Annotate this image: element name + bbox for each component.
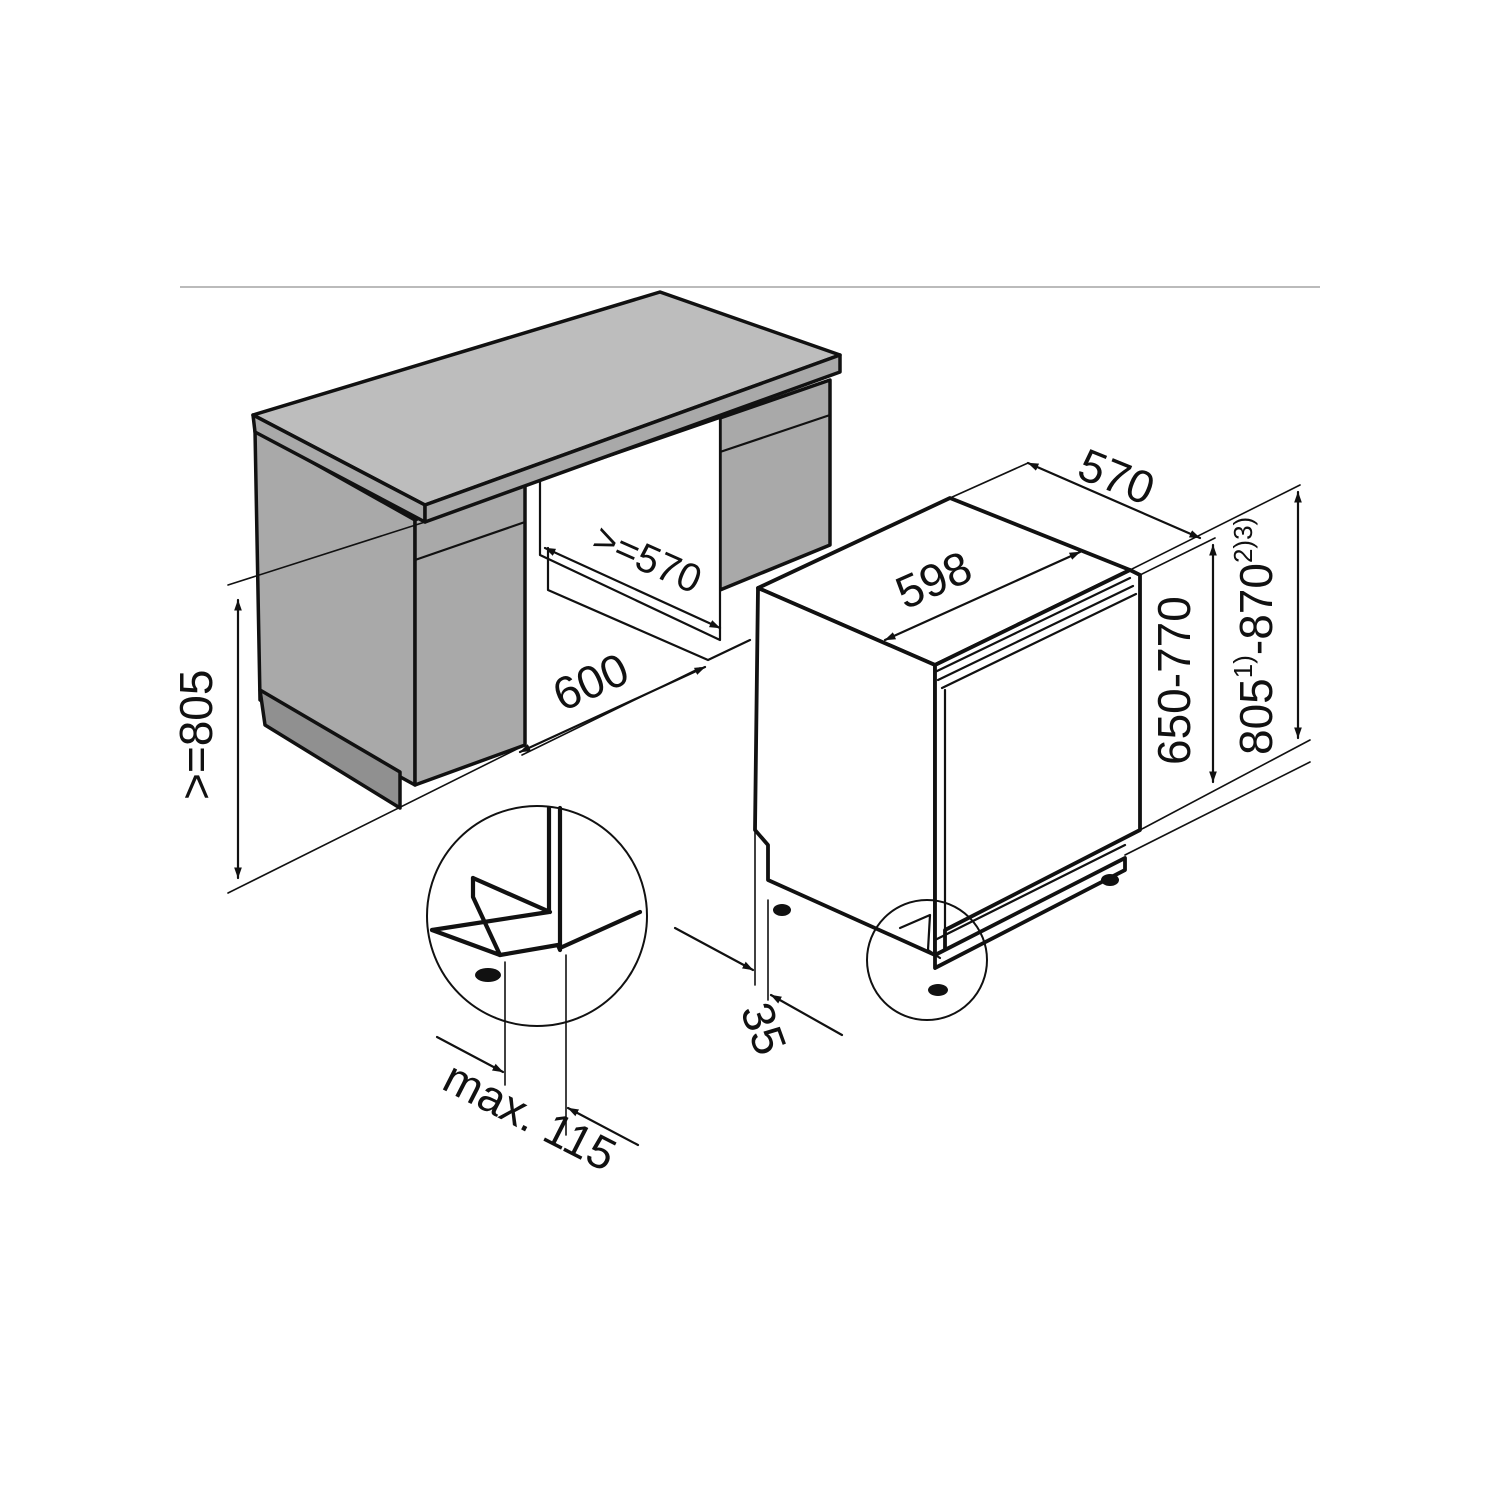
label-niche-width: 600 (545, 642, 636, 721)
kitchen-cabinet (251, 290, 842, 810)
dim-door-offset-left (673, 926, 755, 972)
label-door-offset: 35 (731, 996, 797, 1062)
total-height-a: 805 (1230, 678, 1282, 755)
dim-niche-width (518, 665, 707, 754)
label-total-height: 8051)-8702)3) (1228, 517, 1282, 755)
label-appliance-depth: 570 (1071, 438, 1162, 515)
detail-magnifier (426, 805, 648, 1027)
svg-text:8051)-8702)3): 8051)-8702)3) (1228, 517, 1282, 755)
floor-line-left (227, 744, 526, 894)
dim-detail-left (435, 1035, 505, 1074)
label-appliance-height: 650-770 (1148, 596, 1200, 765)
dim-appliance-width (883, 550, 1082, 642)
dim-appliance-depth (1026, 461, 1202, 540)
dim-door-offset-right (769, 993, 844, 1037)
total-height-b-note: 2)3) (1228, 517, 1258, 563)
total-height-b: -870 (1230, 563, 1282, 655)
label-detail-max: max. 115 (435, 1051, 624, 1182)
dim-detail-right (566, 1106, 640, 1147)
label-min-height: >=805 (170, 670, 222, 800)
dim-niche-depth (543, 546, 722, 630)
dishwasher-appliance (753, 496, 1142, 1021)
total-height-a-note: 1) (1228, 655, 1258, 678)
